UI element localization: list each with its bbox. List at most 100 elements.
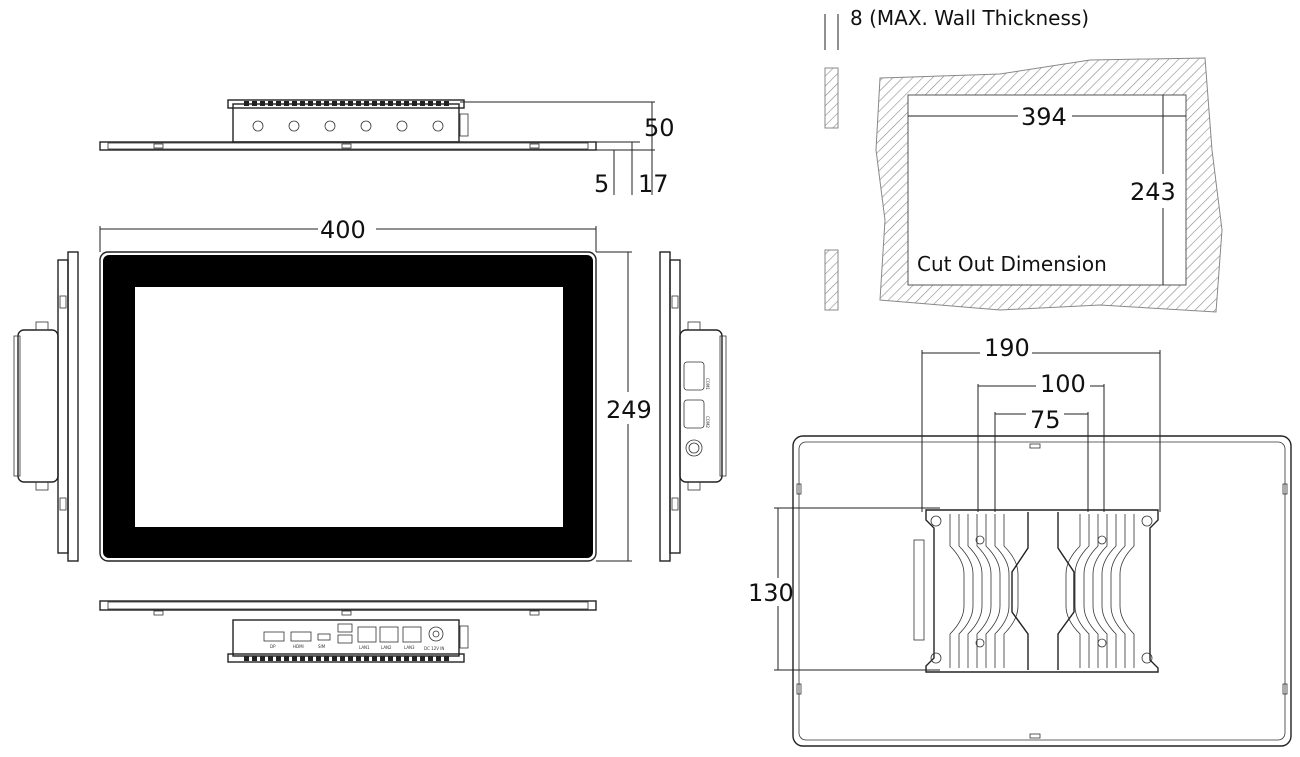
- usb-port-2: [337, 634, 353, 644]
- com1-label: COM1: [705, 378, 710, 390]
- lan1-port: [357, 626, 377, 643]
- vent-slot: [244, 656, 249, 661]
- vent-slot: [284, 656, 289, 661]
- lan2-port: [379, 626, 399, 643]
- vent-slot: [380, 656, 385, 661]
- vent-slot: [276, 656, 281, 661]
- lan1-label: LAN1: [359, 645, 370, 650]
- heatsink-fin: [985, 514, 1001, 668]
- power-button: [685, 439, 703, 457]
- vent-slot: [268, 656, 273, 661]
- vent-slot: [324, 656, 329, 661]
- lan3-port: [402, 626, 422, 643]
- vent-slot: [404, 101, 409, 106]
- lan3-label: LAN3: [404, 645, 415, 650]
- vent-slot: [444, 101, 449, 106]
- heatsink-fin: [949, 514, 965, 668]
- vent-slot: [396, 656, 401, 661]
- cutout-caption: Cut Out Dimension: [917, 252, 1107, 276]
- heatsink-fin: [967, 514, 983, 668]
- com2-label: COM2: [705, 416, 710, 428]
- vent-slot: [260, 656, 265, 661]
- com2-port: [683, 399, 705, 429]
- vent-slot: [284, 101, 289, 106]
- dim-cutout-width: 394: [1021, 103, 1067, 131]
- heatsink-fin: [1092, 514, 1108, 668]
- vent-slot: [356, 101, 361, 106]
- bottom-view-vents: [244, 656, 449, 661]
- vent-slot: [244, 101, 249, 106]
- heatsink-fin: [958, 514, 974, 668]
- heatsink-fins: [949, 514, 1135, 668]
- wall-section-bottom: [824, 249, 839, 311]
- vent-slot: [388, 656, 393, 661]
- top-view-screws: [252, 120, 444, 132]
- dim-panel-height: 249: [606, 396, 652, 424]
- vent-slot: [412, 656, 417, 661]
- vent-slot: [380, 101, 385, 106]
- dim-panel-width: 400: [320, 216, 366, 244]
- dim-cutout-height: 243: [1130, 178, 1176, 206]
- vent-slot: [356, 656, 361, 661]
- vent-slot: [364, 656, 369, 661]
- heatsink-fin: [1065, 514, 1081, 668]
- cutout-view: 8 (MAX. Wall Thickness) 394 243 Cut Out …: [824, 6, 1223, 313]
- top-view: 50 5 17: [99, 99, 675, 198]
- bottom-view: DP HDMI SIM LAN1 LAN2 LAN3 DC 12V IN: [99, 600, 597, 663]
- vent-slot: [276, 101, 281, 106]
- dim-wall-thickness: 8 (MAX. Wall Thickness): [850, 6, 1089, 30]
- vent-slot: [260, 101, 265, 106]
- front-view: 400 249: [99, 216, 652, 562]
- vent-slot: [340, 656, 345, 661]
- dim-vesa-100: 100: [1040, 370, 1086, 398]
- wall-section-top: [824, 67, 839, 129]
- dp-port: [263, 631, 285, 642]
- usb-port-1: [337, 623, 353, 633]
- heatsink-fin: [1074, 514, 1090, 668]
- vent-slot: [332, 101, 337, 106]
- vent-slot: [252, 656, 257, 661]
- lan2-label: LAN2: [381, 645, 392, 650]
- sim-slot: [317, 633, 331, 641]
- vent-slot: [436, 101, 441, 106]
- dc-in-jack: [428, 626, 444, 642]
- vent-slot: [364, 101, 369, 106]
- vent-slot: [332, 656, 337, 661]
- vent-slot: [420, 101, 425, 106]
- heatsink-fin: [1083, 514, 1099, 668]
- vent-slot: [300, 656, 305, 661]
- dim-frame-depth: 17: [638, 170, 669, 198]
- vent-slot: [300, 101, 305, 106]
- heatsink-fin: [1119, 514, 1135, 668]
- com1-port: [683, 361, 705, 391]
- vent-slot: [348, 101, 353, 106]
- vent-slot: [316, 101, 321, 106]
- vent-slot: [324, 101, 329, 106]
- vent-slot: [340, 101, 345, 106]
- dim-mount-height: 130: [748, 579, 794, 607]
- heatsink-fin: [1003, 514, 1019, 668]
- vent-slot: [292, 101, 297, 106]
- vent-slot: [372, 101, 377, 106]
- dim-panel-depth: 50: [644, 114, 675, 142]
- vent-slot: [308, 656, 313, 661]
- rear-view: 190 100 75 130: [748, 334, 1292, 747]
- dim-vesa-75: 75: [1030, 406, 1061, 434]
- vent-slot: [292, 656, 297, 661]
- heatsink-fin: [1101, 514, 1117, 668]
- hdmi-label: HDMI: [293, 644, 304, 649]
- mount-holes: [930, 515, 1153, 664]
- vent-slot: [428, 656, 433, 661]
- dim-bezel-thickness: 5: [594, 170, 609, 198]
- dp-label: DP: [270, 644, 276, 649]
- display-area: [135, 287, 563, 527]
- vent-slot: [348, 656, 353, 661]
- vent-slot: [396, 101, 401, 106]
- dim-mount-outer-width: 190: [984, 334, 1030, 362]
- vent-slot: [404, 656, 409, 661]
- vent-slot: [428, 101, 433, 106]
- rear-frame: [792, 435, 1292, 747]
- vent-slot: [436, 656, 441, 661]
- hdmi-port: [290, 631, 312, 642]
